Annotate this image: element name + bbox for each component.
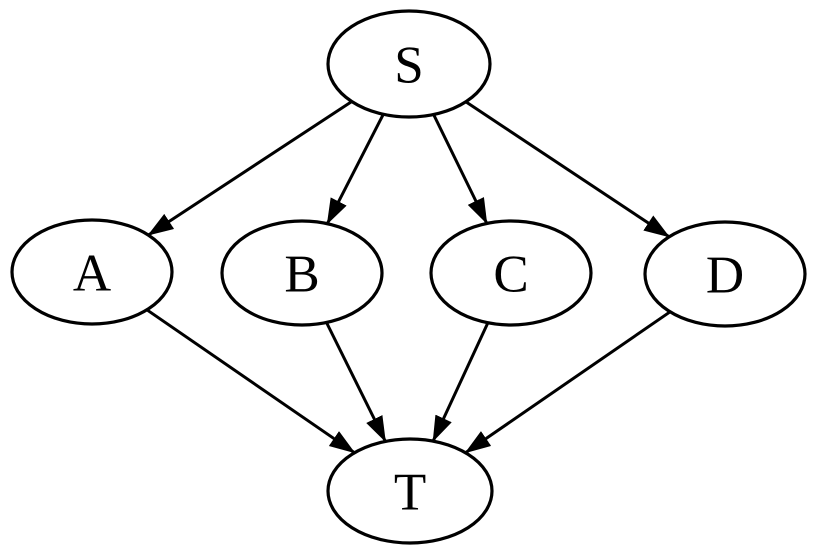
node-A-label: A bbox=[73, 245, 111, 303]
node-B-label: B bbox=[284, 246, 319, 304]
node-A-ellipse bbox=[10, 218, 174, 326]
edge-S-A bbox=[147, 100, 353, 237]
edge-S-B bbox=[325, 113, 385, 225]
node-C-label: C bbox=[493, 246, 528, 304]
edge-S-D bbox=[464, 100, 670, 239]
edge-C-T bbox=[431, 322, 490, 443]
node-S-label: S bbox=[394, 37, 423, 95]
node-T-ellipse bbox=[326, 437, 494, 545]
node-C-ellipse bbox=[429, 219, 593, 327]
node-B-ellipse bbox=[220, 219, 384, 327]
edge-S-C bbox=[432, 113, 489, 225]
node-S-ellipse bbox=[326, 9, 492, 119]
node-D-label: D bbox=[706, 247, 744, 305]
node-T-label: T bbox=[394, 464, 426, 522]
node-D-ellipse bbox=[643, 220, 807, 328]
edge-A-T bbox=[146, 308, 356, 454]
edge-B-T bbox=[325, 321, 387, 443]
edge-D-T bbox=[464, 310, 671, 454]
